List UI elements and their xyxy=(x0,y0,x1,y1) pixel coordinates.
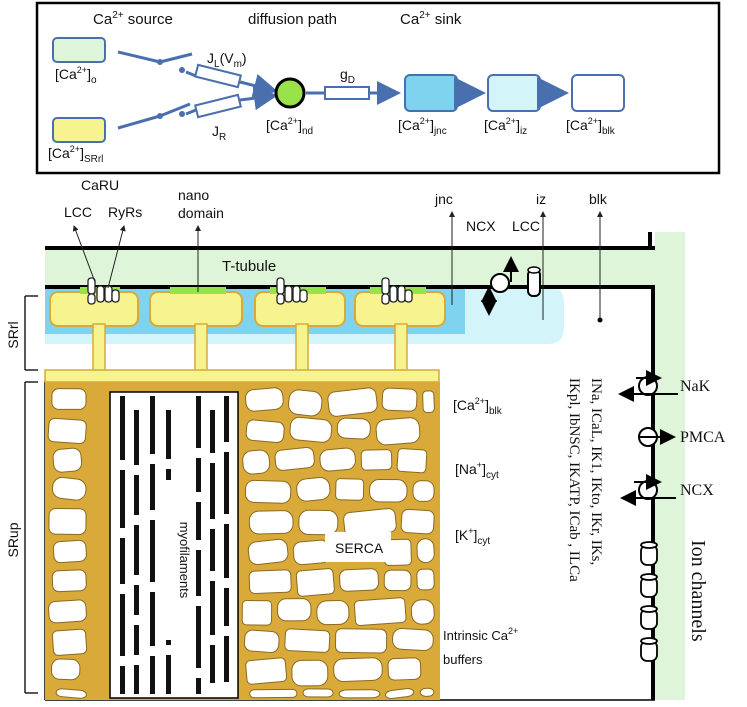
t-tubule-label: T-tubule xyxy=(222,258,276,275)
lcc-channel-icon-top xyxy=(527,266,541,297)
blk-label: blk xyxy=(589,191,608,207)
caru-label: CaRU xyxy=(81,177,119,193)
ca-blk-inner-label: [Ca2+]blk xyxy=(453,396,503,417)
srrl-bracket xyxy=(24,295,38,371)
sink-title: Ca2+ sink xyxy=(400,10,462,28)
ca-jnc-label: [Ca2+]jnc xyxy=(398,116,447,137)
nak-pump-icon xyxy=(618,370,678,402)
buffers-label-line2: buffers xyxy=(443,652,483,667)
ryrs-label: RyRs xyxy=(108,204,142,220)
path-title: diffusion path xyxy=(248,11,337,28)
srrl-label: SRrl xyxy=(5,321,21,348)
currents-list-1: INa, ICaL, IK1, IKto, IKr, IKs, xyxy=(588,378,604,565)
ncx-exchanger-icon-top xyxy=(481,256,519,316)
nano-label-line1: nano xyxy=(178,187,209,203)
srup-bracket xyxy=(24,381,38,694)
myofilaments-label: myofilaments xyxy=(177,522,192,599)
lcc-left-label: LCC xyxy=(64,204,92,220)
ncx-right-label: NCX xyxy=(680,482,714,499)
ca-iz-label: [Ca2+]iz xyxy=(484,116,527,137)
ca-srrl-label: [Ca2+]SRrl xyxy=(48,144,103,165)
buffers-label-line1: Intrinsic Ca2+ xyxy=(443,626,518,643)
jnc-label: jnc xyxy=(434,191,453,207)
ca-blk-box xyxy=(571,74,625,112)
caru-channel-icons xyxy=(87,277,413,305)
pmca-label: PMCA xyxy=(680,429,726,446)
lcc-pointer xyxy=(72,225,96,283)
ca-o-label: [Ca2+]o xyxy=(55,65,97,86)
legend-panel: Ca2+ source diffusion path Ca2+ sink [Ca… xyxy=(35,1,721,175)
cell-schematic: myofilaments SERCA [Ca2+]blk [Na+]cyt [K… xyxy=(5,177,726,701)
ca-srrl-box xyxy=(52,117,106,143)
serca-label-bg xyxy=(325,532,391,562)
ncx-exchanger-icon-right xyxy=(620,474,676,506)
lcc-top-label: LCC xyxy=(512,218,540,234)
ion-channels-label: Ion channels xyxy=(687,540,709,642)
jr-label: JR xyxy=(212,123,226,143)
gd-label: gD xyxy=(340,66,355,86)
iz-label: iz xyxy=(536,191,546,207)
srup-label: SRup xyxy=(5,522,21,557)
myofilaments-block: myofilaments xyxy=(109,391,239,699)
ion-channel-icons xyxy=(640,541,658,662)
switch-icon-lower xyxy=(117,102,191,130)
ca-nd-label: [Ca2+]nd xyxy=(266,116,313,137)
ca-o-box xyxy=(52,37,106,63)
nanodomain-node xyxy=(274,77,306,109)
pmca-pump-icon xyxy=(638,427,676,447)
k-cyt-label: [K+]cyt xyxy=(455,526,490,547)
nano-label-line2: domain xyxy=(178,205,224,221)
currents-list-2: IKpl, IbNSC, IKATP, ICab , ILCa xyxy=(566,378,582,582)
gd-resistor-icon xyxy=(306,81,401,105)
ryrs-pointer xyxy=(107,225,126,289)
sarcolemma-band xyxy=(655,232,685,700)
nak-label: NaK xyxy=(680,378,711,395)
ca-iz-box xyxy=(487,74,541,112)
switch-icon-upper xyxy=(117,50,193,73)
t-tubule-band xyxy=(45,250,655,286)
serca-label: SERCA xyxy=(335,540,384,556)
ncx-top-label: NCX xyxy=(466,218,496,234)
ca-blk-label: [Ca2+]blk xyxy=(566,116,616,137)
ca-jnc-box xyxy=(404,74,458,112)
na-cyt-label: [Na+]cyt xyxy=(455,460,499,481)
source-title: Ca2+ source xyxy=(93,10,173,28)
jr-resistor-icon xyxy=(185,86,278,119)
jl-label: JL(Vm) xyxy=(207,50,247,70)
